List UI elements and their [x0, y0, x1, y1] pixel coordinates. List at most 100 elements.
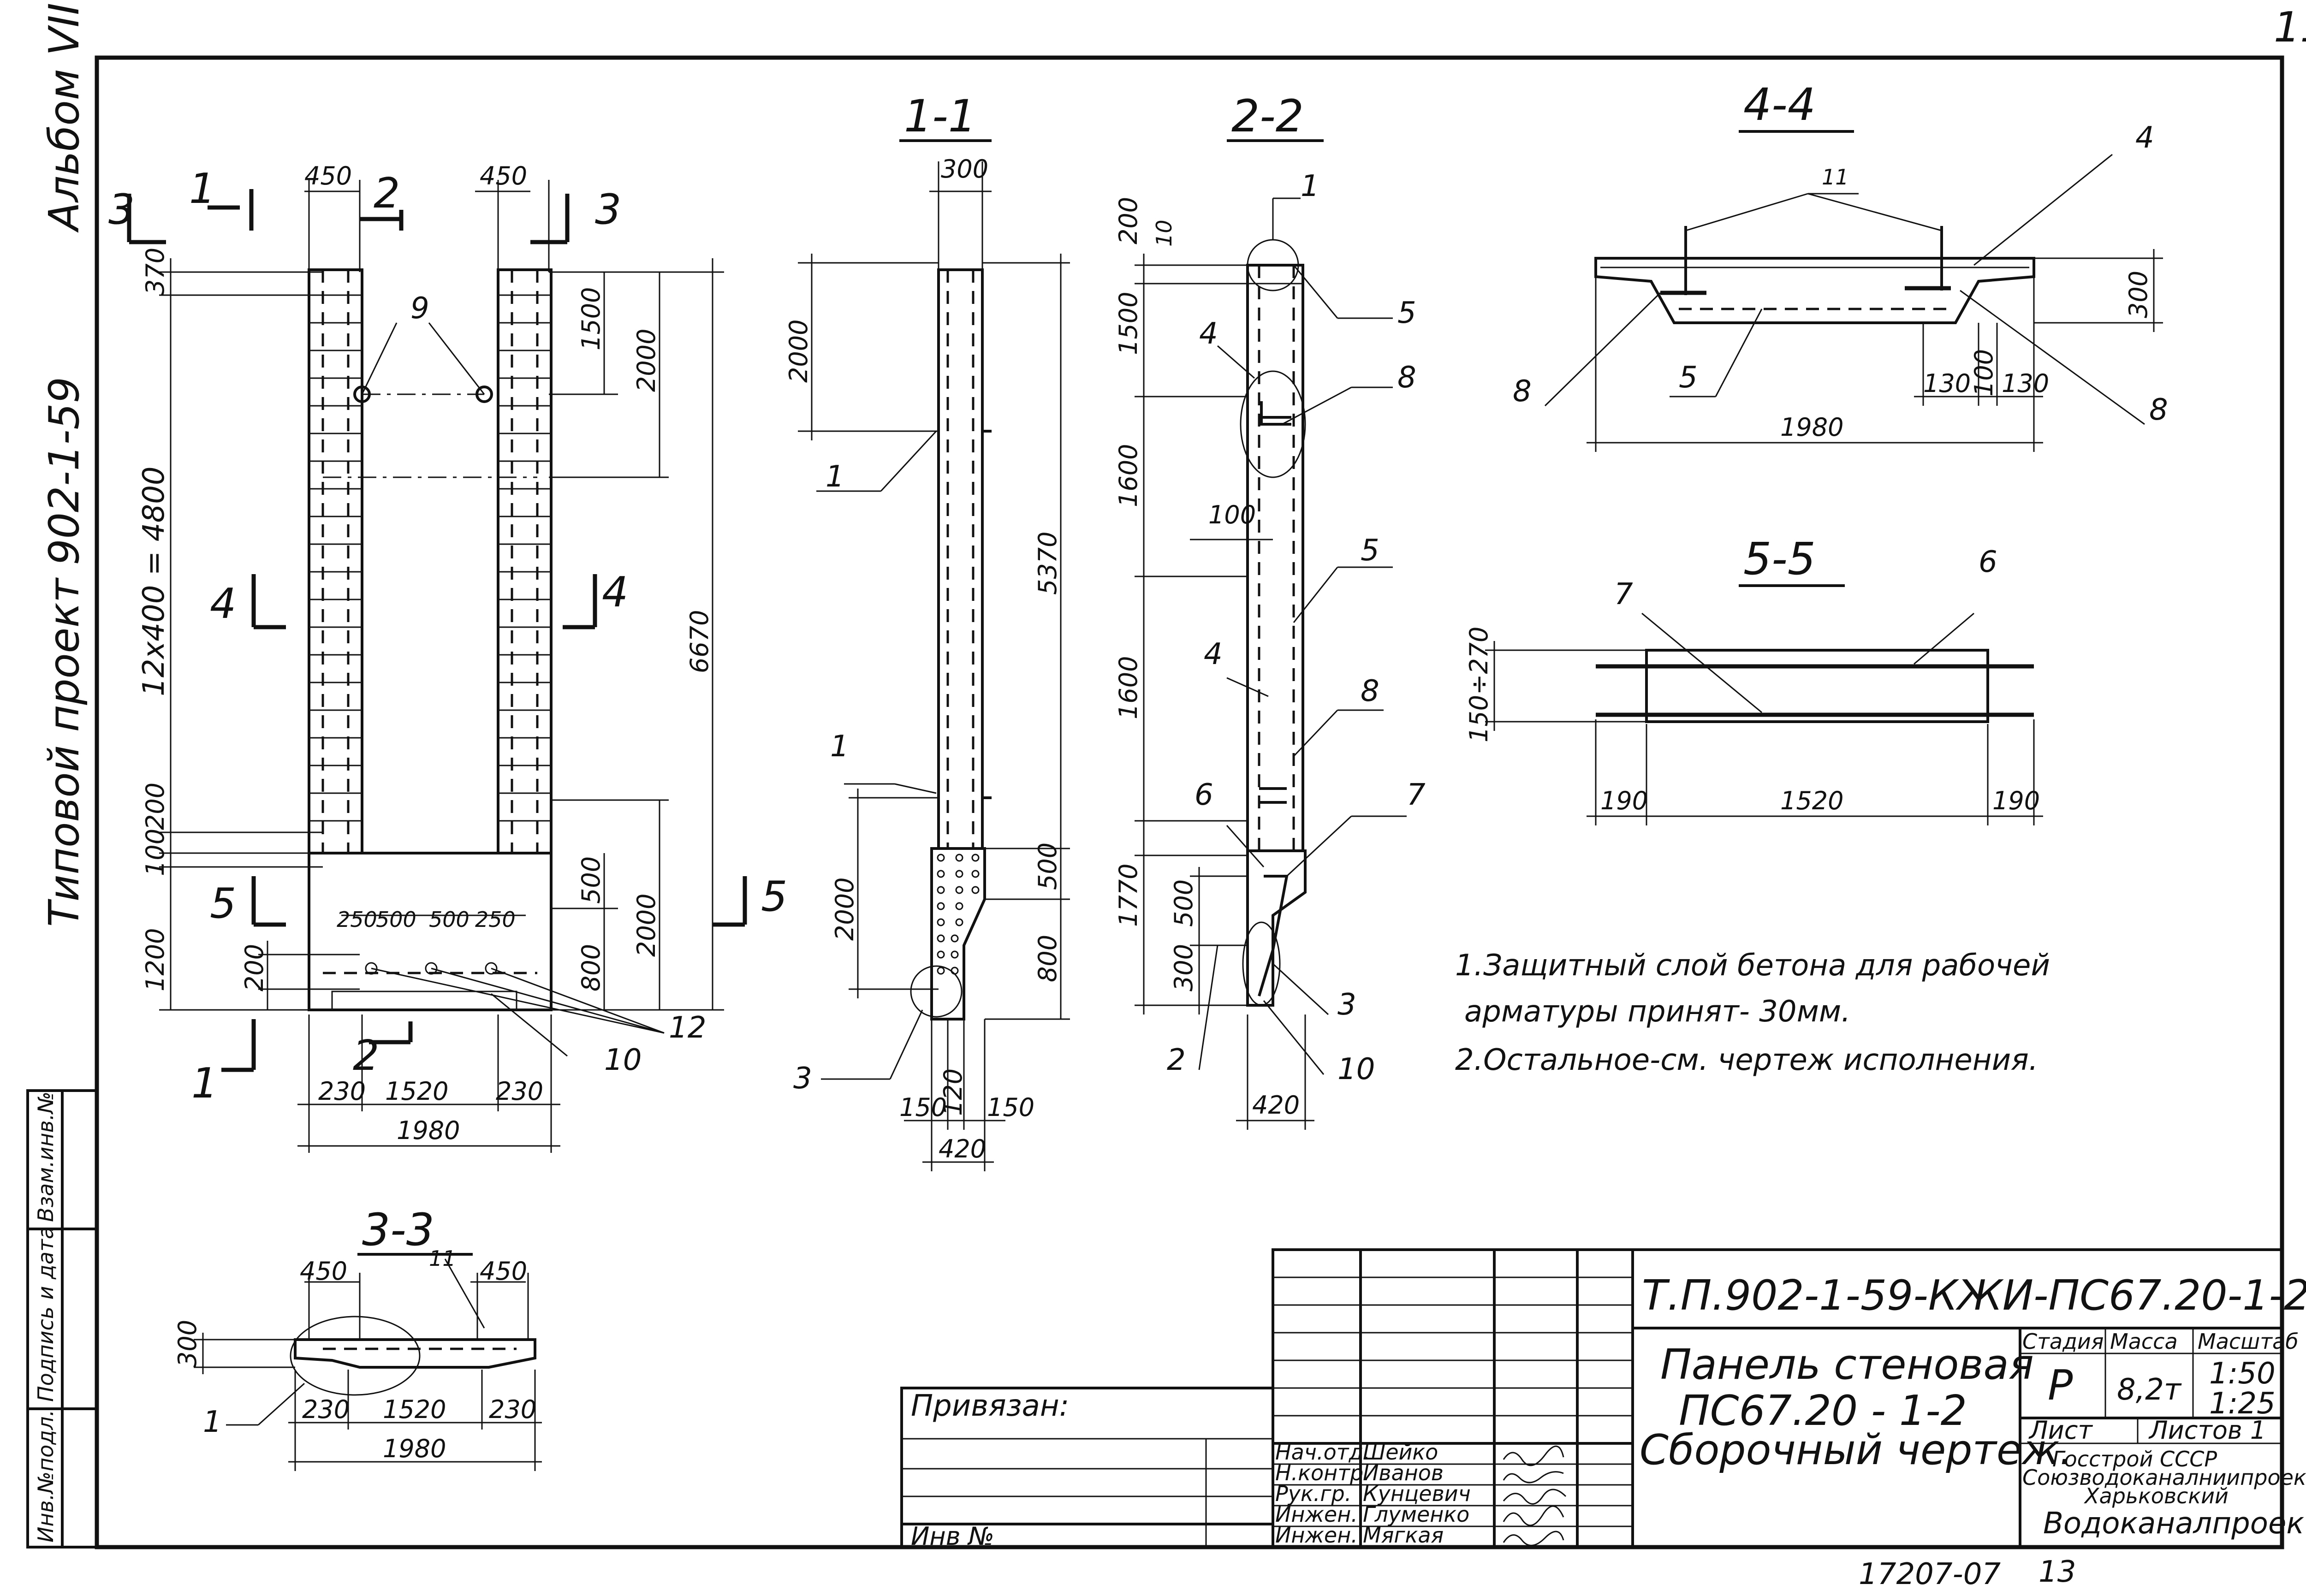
page-number: 11 — [2274, 3, 2306, 52]
s22-dim-1600a: 1600 — [1114, 444, 1143, 507]
tb-code: Т.П.902-1-59-КЖИ-ПС67.20-1-2СБ — [1642, 1271, 2306, 1320]
s33-dim-450a: 450 — [300, 1257, 347, 1286]
callout-10: 10 — [604, 1043, 642, 1077]
elev-dim-2000: 2000 — [632, 329, 661, 392]
s22-callout-3: 3 — [1337, 988, 1356, 1022]
stamp-sign-label: Подпись и дата — [33, 1226, 58, 1402]
elev-dim-200b: 200 — [240, 944, 269, 991]
tb-name-staff-5: Мягкая — [1363, 1523, 1444, 1548]
s22-dim-1600b: 1600 — [1114, 656, 1143, 719]
tb-sheet-label: Лист — [2028, 1416, 2093, 1445]
tb-role-4: Инжен. — [1275, 1502, 1358, 1527]
s11-dim-800: 800 — [1033, 935, 1062, 982]
s55-dim-190a: 190 — [1600, 786, 1648, 815]
s55-callout-6: 6 — [1979, 545, 1997, 579]
section-4-4-title: 4-4 — [1743, 79, 1816, 131]
s22-callout-7: 7 — [1407, 778, 1426, 812]
s22-callout-8a: 8 — [1397, 361, 1416, 395]
left-stamp: Инв.№подл. Подпись и дата Взам.инв.№ — [26, 1089, 98, 1549]
s22-callout-2: 2 — [1167, 1043, 1186, 1077]
signature-1 — [1503, 1445, 1564, 1466]
tb-bottom-number-1: 17207-07 — [1859, 1557, 2001, 1591]
section-2-2: 2-2 — [1114, 90, 1426, 1130]
tb-mass-header: Масса — [2110, 1329, 2178, 1354]
s11-dim-120: 120 — [939, 1068, 968, 1116]
tb-org-4: Водоканалпроект — [2043, 1507, 2306, 1541]
project-label: Типовой проект 902-1-59 — [40, 377, 89, 927]
s22-dim-10: 10 — [1152, 220, 1177, 247]
s22-callout-1: 1 — [1301, 169, 1319, 203]
signature-4 — [1503, 1505, 1564, 1526]
s44-callout-11: 11 — [1822, 165, 1849, 190]
notes: 1.Защитный слой бетона для рабочей армат… — [1455, 949, 2050, 1077]
elev-dim-1200: 1200 — [141, 928, 170, 991]
elev-dim-bottom-1980: 1980 — [397, 1116, 460, 1145]
tb-name-1: Панель стеновая — [1660, 1341, 2034, 1389]
tb-role-2: Н.контр. — [1275, 1460, 1370, 1485]
tb-privyazan: Привязан: — [911, 1389, 1069, 1423]
s11-dim-500: 500 — [1033, 842, 1062, 890]
elev-dim-100: 100 — [141, 829, 170, 876]
s44-dim-130a: 130 — [1923, 369, 1971, 398]
section-3-3: 3-3 450 450 300 230 1520 230 1980 11 1 — [173, 1204, 542, 1471]
elev-dim-inner-500a: 500 — [376, 907, 416, 932]
s22-callout-6: 6 — [1195, 778, 1213, 812]
s22-callout-5b: 5 — [1361, 534, 1379, 568]
s11-callout-1a: 1 — [826, 460, 844, 494]
cut-mark-3-right: 3 — [595, 185, 621, 234]
elev-dim-bottom-1520: 1520 — [385, 1077, 448, 1106]
elev-dim-2000b: 2000 — [632, 894, 661, 957]
elev-dim-bottom-230b: 230 — [496, 1077, 543, 1106]
note-line-3: 2.Остальное-см. чертеж исполнения. — [1455, 1043, 2038, 1077]
tb-name-staff-1: Шейко — [1363, 1440, 1438, 1465]
elev-dim-inner-500b: 500 — [429, 907, 470, 932]
callout-12: 12 — [669, 1011, 706, 1045]
elev-dim-bottom-230a: 230 — [318, 1077, 366, 1106]
tb-role-1: Нач.отд. — [1275, 1440, 1370, 1465]
s22-dim-1500: 1500 — [1114, 292, 1143, 355]
tb-inv-no: Инв № — [911, 1522, 994, 1551]
s44-callout-8b: 8 — [2149, 393, 2168, 427]
cut-mark-2-bottom: 2 — [353, 1032, 379, 1080]
tb-scale-header: Масштаб — [2198, 1329, 2299, 1354]
elev-dim-370: 370 — [141, 248, 170, 295]
stamp-replace-label: Взам.инв.№ — [33, 1092, 58, 1222]
tb-scale-2: 1:25 — [2209, 1387, 2276, 1421]
s33-dim-230a: 230 — [302, 1395, 350, 1424]
tb-name-staff-4: Глуменко — [1363, 1502, 1469, 1527]
elev-dim-top-right: 450 — [480, 161, 527, 190]
elev-dim-4800: 12x400 = 4800 — [137, 466, 171, 696]
s33-callout-11: 11 — [429, 1246, 456, 1271]
s11-dim-2000-top: 2000 — [784, 320, 813, 383]
tb-org-1: Госстрой СССР — [2052, 1447, 2217, 1471]
tb-stage-header: Стадия — [2022, 1329, 2104, 1354]
tb-name-staff-2: Иванов — [1363, 1460, 1444, 1485]
cut-mark-2-top: 2 — [374, 169, 400, 218]
tb-name-3: Сборочный чертеж. — [1640, 1426, 2073, 1474]
s44-dim-300: 300 — [2124, 271, 2153, 318]
cut-mark-1-top: 1 — [189, 165, 215, 213]
tb-stage: Р — [2048, 1361, 2073, 1410]
sheet-frame — [95, 55, 2284, 1549]
note-line-2: арматуры принят- 30мм. — [1464, 995, 1850, 1029]
elev-dim-1500: 1500 — [576, 287, 606, 350]
s22-dim-500: 500 — [1169, 879, 1198, 927]
s22-dim-420: 420 — [1252, 1091, 1300, 1120]
tb-org-3: Харьковский — [2084, 1483, 2229, 1508]
section-1-1: 1-1 — [784, 90, 1070, 1171]
s44-dim-100: 100 — [1969, 349, 1998, 397]
elev-dim-6670: 6670 — [685, 610, 714, 673]
tb-scale-1: 1:50 — [2209, 1357, 2276, 1391]
s44-callout-5: 5 — [1679, 361, 1698, 395]
stamp-inv-label: Инв.№подл. — [33, 1410, 58, 1543]
signature-5 — [1503, 1531, 1564, 1546]
s33-callout-1: 1 — [203, 1405, 222, 1439]
s22-dim-200: 200 — [1114, 197, 1143, 244]
tb-name-2: ПС67.20 - 1-2 — [1679, 1387, 1967, 1435]
s33-dim-450b: 450 — [480, 1257, 527, 1286]
elev-dim-800: 800 — [576, 944, 606, 991]
tb-org-2: Союзводоканалниипроект — [2022, 1465, 2306, 1490]
s44-callout-4: 4 — [2135, 121, 2154, 155]
s44-callout-8a: 8 — [1513, 374, 1532, 409]
